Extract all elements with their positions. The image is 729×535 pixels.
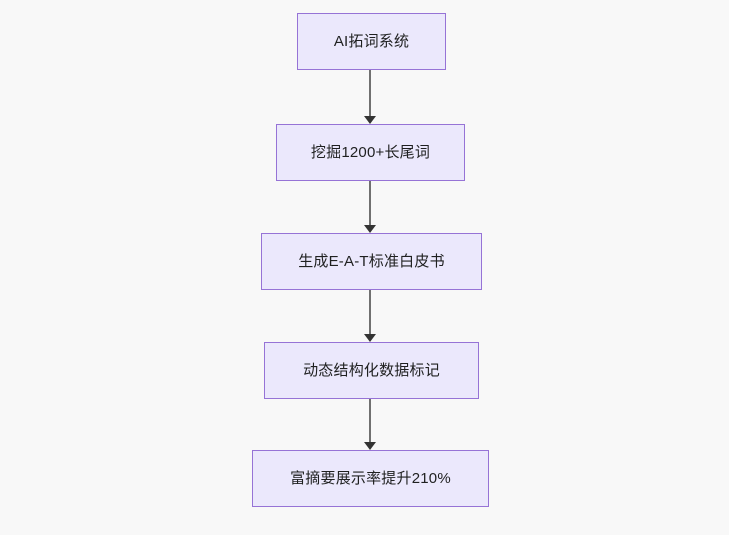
flowchart-node-n3[interactable]: 生成E-A-T标准白皮书 bbox=[261, 233, 482, 290]
flowchart-edge-n1-n2-line bbox=[369, 70, 371, 116]
flowchart-edge-n3-n4-line bbox=[369, 290, 371, 334]
flowchart-node-label: 生成E-A-T标准白皮书 bbox=[298, 252, 445, 270]
flowchart-edge-n2-n3-line bbox=[369, 181, 371, 225]
arrow-down-icon bbox=[364, 334, 376, 342]
flowchart-node-label: 挖掘1200+长尾词 bbox=[310, 143, 431, 161]
arrow-down-icon bbox=[364, 225, 376, 233]
flowchart-node-n4[interactable]: 动态结构化数据标记 bbox=[264, 342, 479, 399]
flowchart-node-n5[interactable]: 富摘要展示率提升210% bbox=[252, 450, 489, 507]
flowchart-node-n2[interactable]: 挖掘1200+长尾词 bbox=[276, 124, 465, 181]
flowchart-node-n1[interactable]: AI拓词系统 bbox=[297, 13, 446, 70]
arrow-down-icon bbox=[364, 442, 376, 450]
flowchart-edge-n4-n5-line bbox=[369, 399, 371, 442]
flowchart-node-label: 动态结构化数据标记 bbox=[303, 361, 440, 379]
arrow-down-icon bbox=[364, 116, 376, 124]
flowchart-node-label: AI拓词系统 bbox=[333, 32, 410, 50]
flowchart-node-label: 富摘要展示率提升210% bbox=[290, 469, 451, 487]
